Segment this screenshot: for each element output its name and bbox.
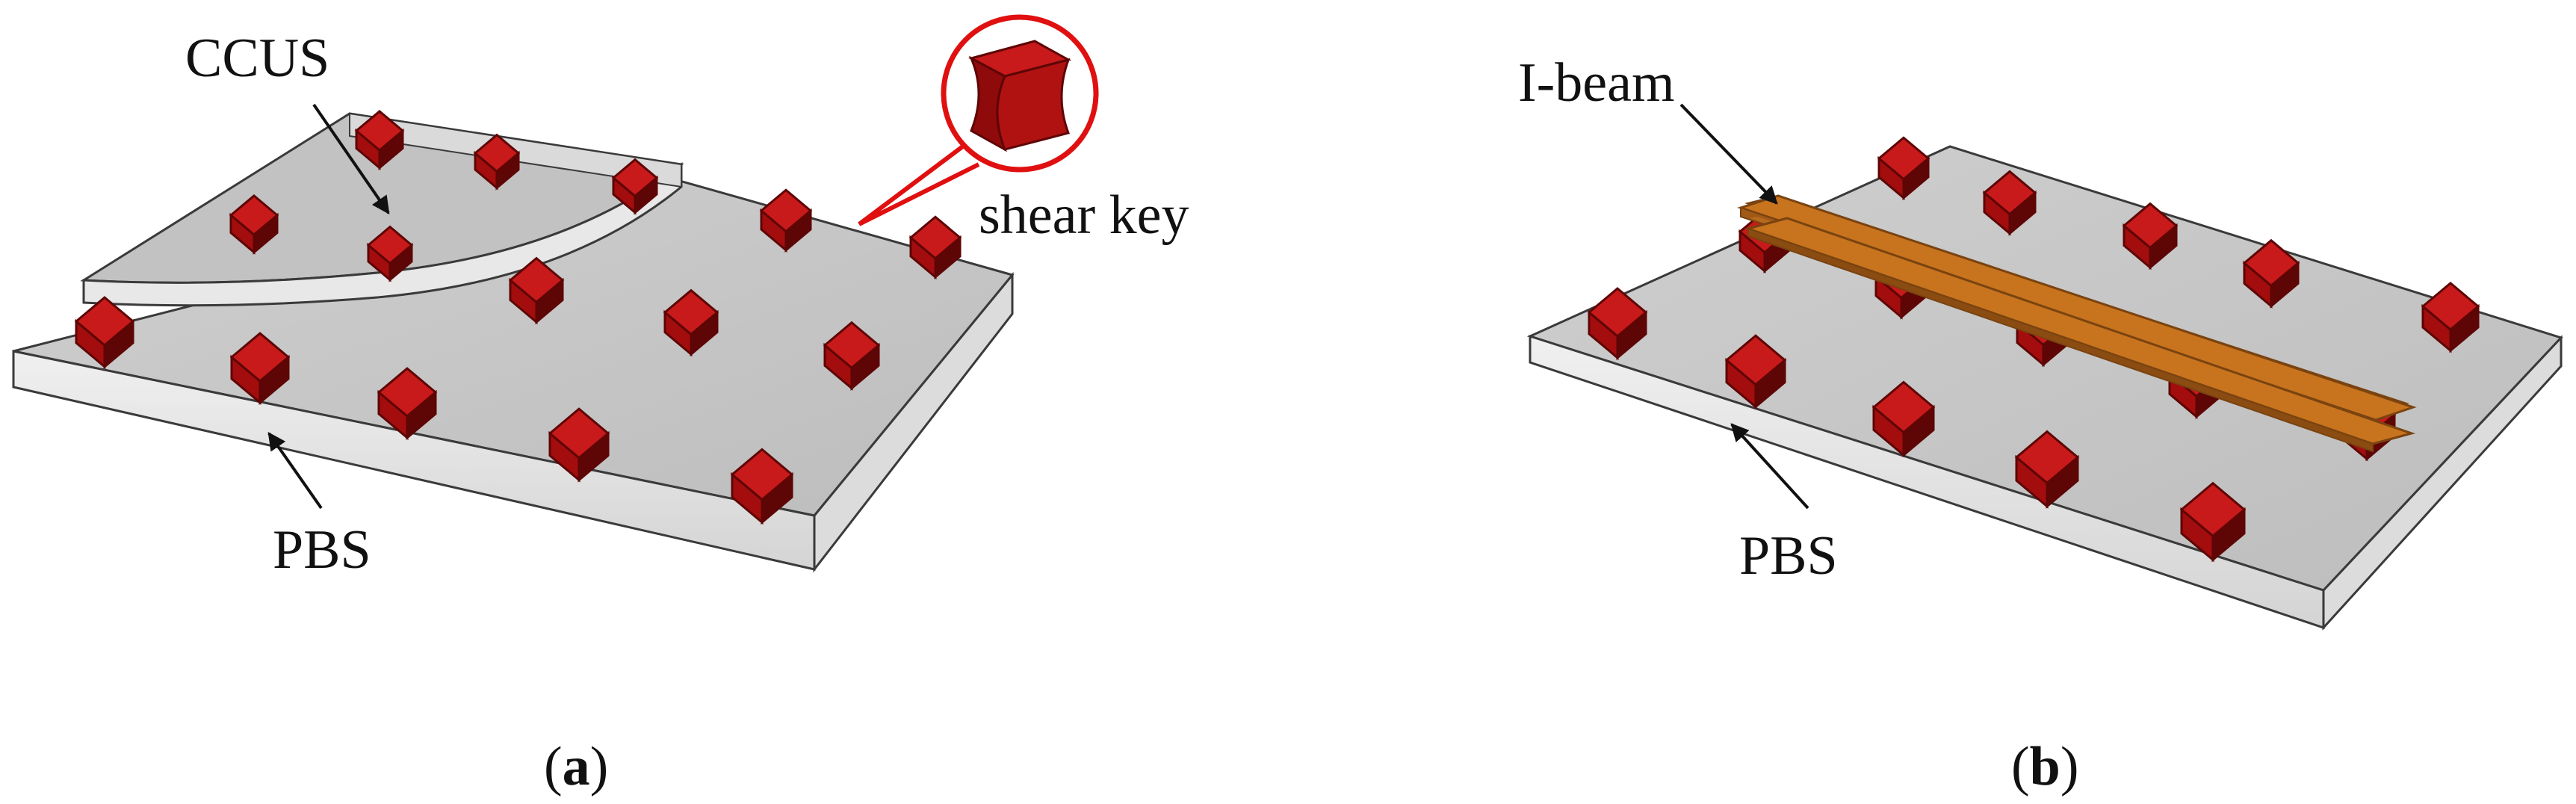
shear-key-b-1	[1877, 136, 1931, 201]
shear-key-5	[366, 225, 414, 282]
shear-key-1	[354, 110, 405, 170]
pbs-label-b: PBS	[1739, 525, 1838, 587]
i-beam-label: I-beam	[1518, 52, 1675, 114]
shear-key-b-7	[1724, 334, 1787, 409]
shear-key-8	[74, 296, 135, 370]
shear-key-9	[229, 332, 291, 406]
shear-key-b-2	[1982, 170, 2037, 236]
shear-keys-b	[1587, 136, 2480, 563]
shear-key-b-3	[2122, 202, 2179, 270]
ccus-arrow	[312, 103, 390, 214]
shear-key-15	[823, 321, 881, 391]
shear-key-b-6	[1587, 287, 1648, 361]
pbs-slab-side-right-a	[813, 271, 1014, 573]
i-beam-arrow	[1679, 103, 1778, 205]
shear-key-detail-icon	[967, 40, 1072, 152]
caption-a: (a)	[544, 736, 608, 797]
shear-key-7	[908, 215, 962, 280]
shear-key-callout-pointer	[858, 143, 980, 226]
shear-key-b-5	[2421, 281, 2480, 353]
shear-key-b-9	[2014, 430, 2080, 509]
shear-key-2	[473, 133, 521, 191]
shear-keys-a	[74, 110, 962, 525]
shear-key-b-8	[1871, 380, 1936, 458]
pbs-label-a: PBS	[273, 519, 371, 581]
shear-key-12	[730, 448, 794, 525]
shear-key-b-10	[2179, 481, 2247, 563]
shear-key-11	[548, 407, 610, 483]
shear-key-label: shear key	[979, 185, 1189, 246]
shear-key-b-4	[2242, 238, 2300, 309]
pbs-arrow-b	[1730, 423, 1809, 510]
ccus-label: CCUS	[185, 28, 329, 89]
shear-key-6	[759, 188, 813, 253]
shear-key-10	[377, 367, 438, 441]
caption-b: (b)	[2011, 736, 2078, 797]
shear-key-13	[508, 256, 565, 325]
panel-b: I-beam PBS (b)	[1518, 52, 2563, 797]
shear-key-4	[229, 194, 279, 255]
shear-key-3	[611, 158, 659, 215]
pbs-slab-side-right-b	[2322, 335, 2563, 631]
pbs-arrow-a	[267, 432, 323, 510]
i-beam	[1737, 194, 2417, 453]
shear-key-14	[663, 288, 719, 357]
panel-a: CCUS PBS shear key (a)	[12, 14, 1189, 797]
